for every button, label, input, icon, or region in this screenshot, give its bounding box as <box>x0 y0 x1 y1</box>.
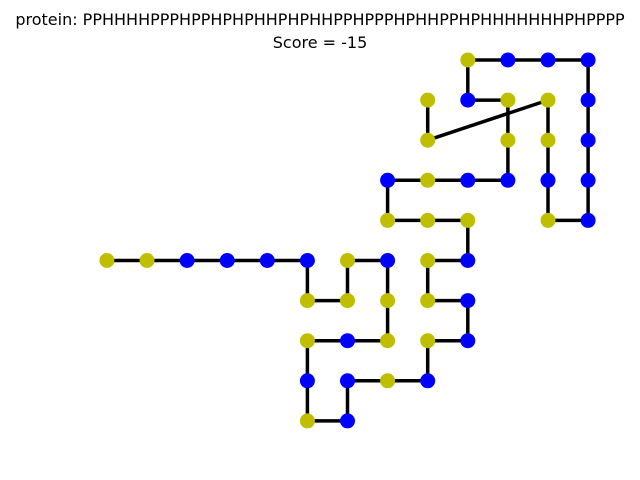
residue-20-polar <box>420 333 436 349</box>
residue-3-hydrophobic <box>219 253 235 268</box>
residue-25-hydrophobic <box>460 253 476 268</box>
residue-49-polar <box>420 92 436 108</box>
residue-16-hydrophobic <box>340 413 355 429</box>
residue-43-hydrophobic <box>580 212 596 228</box>
residue-44-polar <box>540 212 556 228</box>
residue-46-polar <box>540 132 556 148</box>
residue-42-hydrophobic <box>580 172 596 188</box>
residue-30-polar <box>420 172 436 188</box>
residue-47-polar <box>540 92 556 108</box>
residue-26-polar <box>460 212 476 228</box>
residue-17-hydrophobic <box>340 373 355 389</box>
residue-2-hydrophobic <box>179 253 195 268</box>
residue-24-polar <box>420 253 436 268</box>
residue-11-polar <box>380 333 396 349</box>
residue-31-hydrophobic <box>460 172 476 188</box>
residue-19-hydrophobic <box>420 373 436 389</box>
residue-29-hydrophobic <box>380 172 396 188</box>
residue-6-polar <box>299 293 315 309</box>
residue-0-polar <box>99 253 115 268</box>
residue-33-polar <box>500 132 516 148</box>
residue-4-hydrophobic <box>259 253 275 268</box>
residue-38-hydrophobic <box>540 52 556 68</box>
residue-9-hydrophobic <box>380 253 396 268</box>
residue-40-hydrophobic <box>580 92 596 108</box>
residue-22-hydrophobic <box>460 293 476 309</box>
residue-5-hydrophobic <box>299 253 315 268</box>
residue-13-polar <box>299 333 315 349</box>
bond-layer <box>106 58 590 423</box>
residue-12-hydrophobic <box>340 333 355 349</box>
residue-28-polar <box>380 212 396 228</box>
residue-15-polar <box>299 413 315 429</box>
residue-18-polar <box>380 373 396 389</box>
residue-layer <box>99 52 596 429</box>
residue-7-polar <box>340 293 355 309</box>
residue-35-hydrophobic <box>460 92 476 108</box>
residue-14-hydrophobic <box>299 373 315 389</box>
residue-21-hydrophobic <box>460 333 476 349</box>
residue-39-hydrophobic <box>580 52 596 68</box>
residue-37-hydrophobic <box>500 52 516 68</box>
residue-34-polar <box>500 92 516 108</box>
residue-32-hydrophobic <box>500 172 516 188</box>
score-label: Score = -15 <box>272 33 368 52</box>
residue-45-hydrophobic <box>540 172 556 188</box>
protein-sequence-title: protein: PPHHHHPPPHPPHPHPHHPHPHHPPHPPPHP… <box>15 10 625 29</box>
bond-47 <box>427 98 549 142</box>
residue-27-polar <box>420 212 436 228</box>
residue-8-polar <box>340 253 355 268</box>
residue-48-polar <box>420 132 436 148</box>
residue-41-hydrophobic <box>580 132 596 148</box>
residue-23-polar <box>420 293 436 309</box>
residue-10-polar <box>380 293 396 309</box>
residue-1-polar <box>139 253 155 268</box>
residue-36-polar <box>460 52 476 68</box>
